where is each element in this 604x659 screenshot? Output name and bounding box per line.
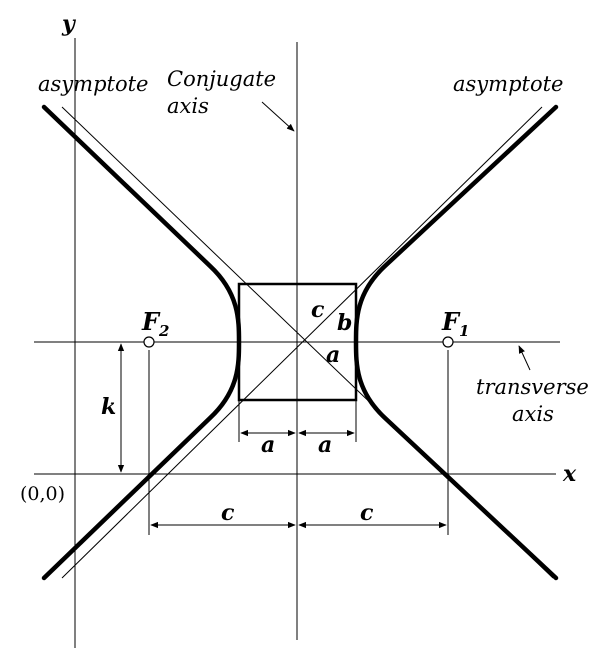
focus-f2-label: F2 [141,307,169,340]
asymptote-line-2 [61,106,543,579]
k-label: k [101,394,116,420]
transverse-axis-label-line2: axis [512,402,554,426]
c-left-label: c [221,500,235,526]
focus-f1-label: F1 [441,307,469,340]
hyperbola-left-branch [41,104,242,581]
asymptote-left-label: asymptote [38,72,148,96]
a-right-label: a [318,432,332,458]
focus-f1-letter: F [441,307,461,336]
x-axis-label: x [562,461,577,487]
box-a-label: a [326,342,340,368]
box-b-label: b [337,310,352,336]
a-left-label: a [261,432,275,458]
origin-label: (0,0) [20,483,65,505]
conjugate-axis-leader [261,101,295,132]
conjugate-axis-label-line2: axis [167,94,209,118]
focus-f1-point [442,336,454,348]
focus-f1-subscript: 1 [459,322,469,340]
conjugate-axis-label-line1: Conjugate [167,67,276,91]
y-axis-label: y [61,11,77,37]
asymptote-right-label: asymptote [453,72,563,96]
c-right-label: c [360,500,374,526]
focus-f2-subscript: 2 [158,322,169,340]
transverse-axis-leader [518,345,531,371]
transverse-axis-label-line1: transverse [476,375,589,399]
focus-f2-point [143,336,155,348]
hyperbola-right-branch [353,104,559,581]
focus-f2-letter: F [141,307,161,336]
box-c-label: c [311,297,325,323]
